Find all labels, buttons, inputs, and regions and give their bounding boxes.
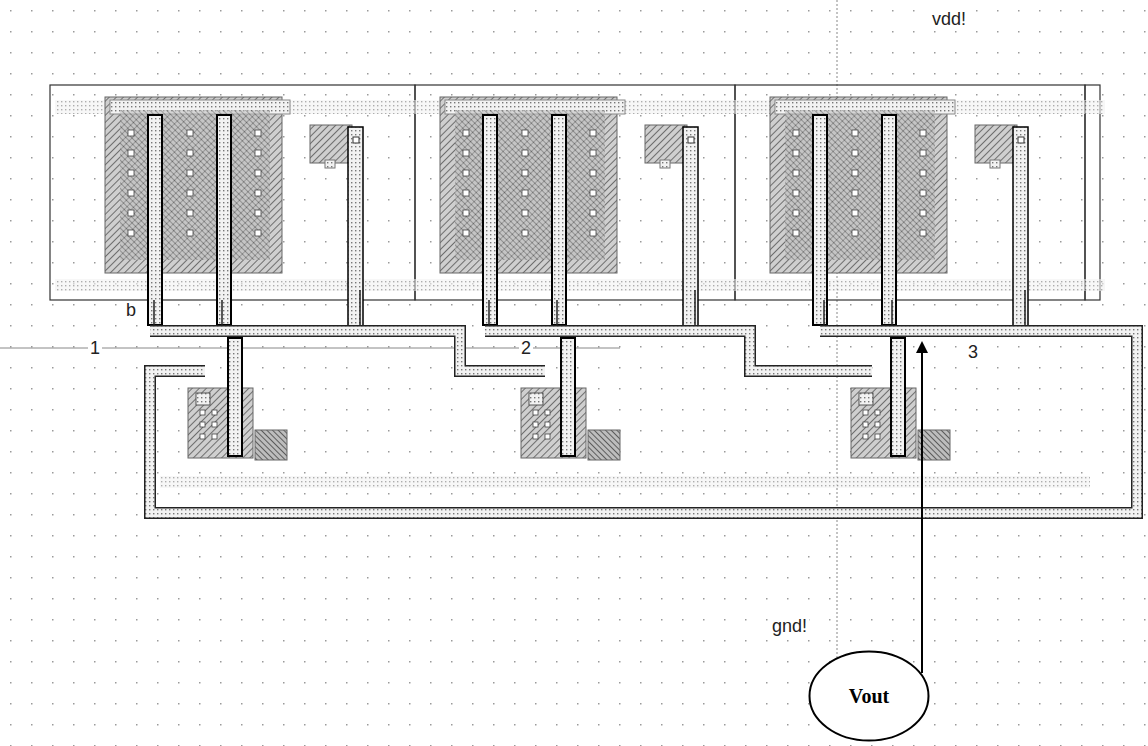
callout-text: Vout xyxy=(808,685,930,708)
ground-label: gnd! xyxy=(770,617,809,637)
stage-number: 1 xyxy=(88,339,102,359)
stage-number: 3 xyxy=(966,343,980,363)
stage-number: 2 xyxy=(519,339,533,359)
supply-label: vdd! xyxy=(930,10,968,30)
signal-callout: Vout xyxy=(808,650,930,742)
net-label: b xyxy=(124,301,138,321)
